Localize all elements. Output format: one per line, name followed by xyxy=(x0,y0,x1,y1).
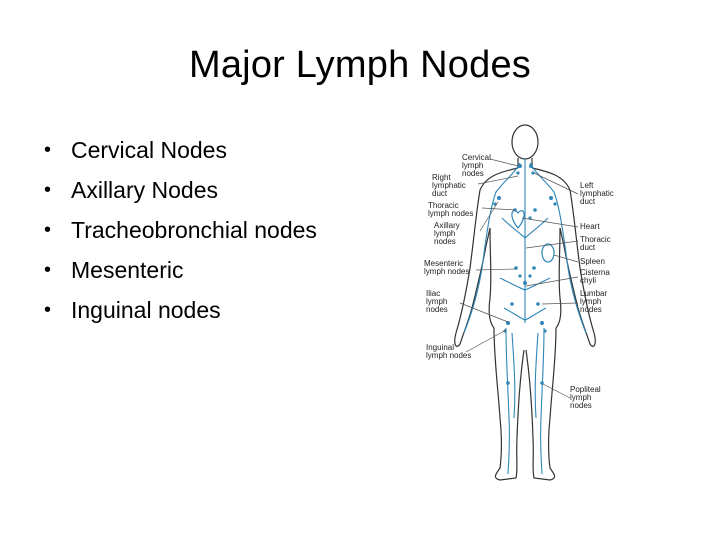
bullet-icon: • xyxy=(44,139,52,161)
bullet-icon: • xyxy=(44,179,52,201)
lymph-vessels xyxy=(463,158,587,475)
bullet-icon: • xyxy=(44,299,52,321)
bullet-item: •Inguinal nodes xyxy=(44,290,317,330)
bullet-item: •Axillary Nodes xyxy=(44,170,317,210)
bullet-list: •Cervical Nodes •Axillary Nodes •Tracheo… xyxy=(44,130,317,330)
bullet-item: •Tracheobronchial nodes xyxy=(44,210,317,250)
svg-text:Heart: Heart xyxy=(580,222,600,231)
bullet-item: •Cervical Nodes xyxy=(44,130,317,170)
bullet-icon: • xyxy=(44,259,52,281)
leader-lines xyxy=(459,158,579,399)
slide-title: Major Lymph Nodes xyxy=(188,44,532,86)
svg-text:Spleen: Spleen xyxy=(580,257,605,266)
heart-icon xyxy=(511,210,525,229)
bullet-item: •Mesenteric xyxy=(44,250,317,290)
bullet-icon: • xyxy=(44,219,52,241)
spleen-icon xyxy=(541,243,555,263)
